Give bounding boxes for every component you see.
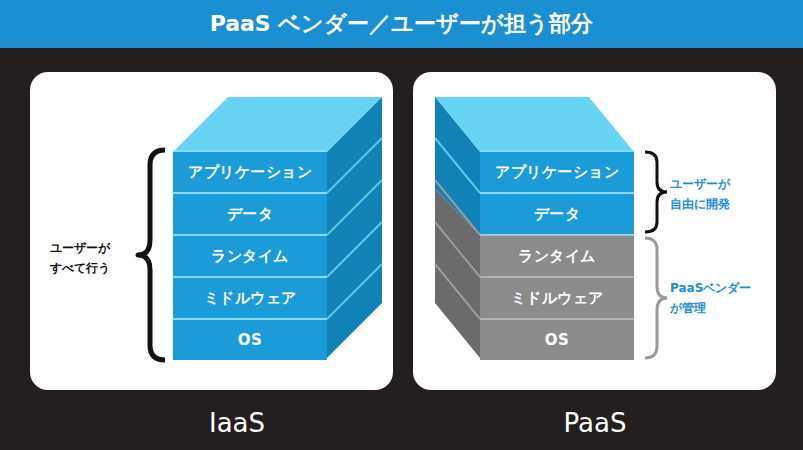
layer-box: OS [173,320,327,360]
layer-box: ランタイム [480,236,634,276]
panel [413,72,776,390]
layer-label: ランタイム [211,247,289,266]
title-bar [0,0,803,48]
layer-label: データ [227,205,274,224]
panel-caption: PaaS [495,404,695,443]
layer-label: アプリケーション [188,163,312,182]
bracket-note: ユーザーが 自由に開発 [670,174,734,215]
layer-label: アプリケーション [495,163,619,182]
layer-gap [173,150,327,360]
side-lines [327,138,382,319]
layer-gap [480,150,634,235]
title: PaaS ベンダー／ユーザーが担う部分 [0,0,803,48]
layer-label: ミドルウェア [204,289,297,308]
layer-box: データ [480,194,634,234]
layer-box: ミドルウェア [173,278,327,318]
panel-caption: IaaS [137,404,337,443]
layer-box: データ [173,194,327,234]
bracket-note: ユーザーが すべて行う [50,238,114,279]
layer-label: OS [545,331,570,349]
layer-box: アプリケーション [173,152,327,192]
layer-box: ランタイム [173,236,327,276]
stack-side [327,97,382,358]
layer-box: アプリケーション [480,152,634,192]
brace [645,238,667,358]
layer-box: ミドルウェア [480,278,634,318]
layer-label: ミドルウェア [511,289,604,308]
side-lines [435,138,480,319]
stack-side [435,189,480,358]
layer-label: データ [534,205,581,224]
brace [645,152,667,232]
bracket-note: PaaSベンダー が管理 [670,278,756,319]
layer-label: ランタイム [518,247,596,266]
layer-box: OS [480,320,634,360]
brace [138,150,165,360]
panel [30,72,393,390]
layer-gap [480,235,634,360]
layer-label: OS [238,331,263,349]
